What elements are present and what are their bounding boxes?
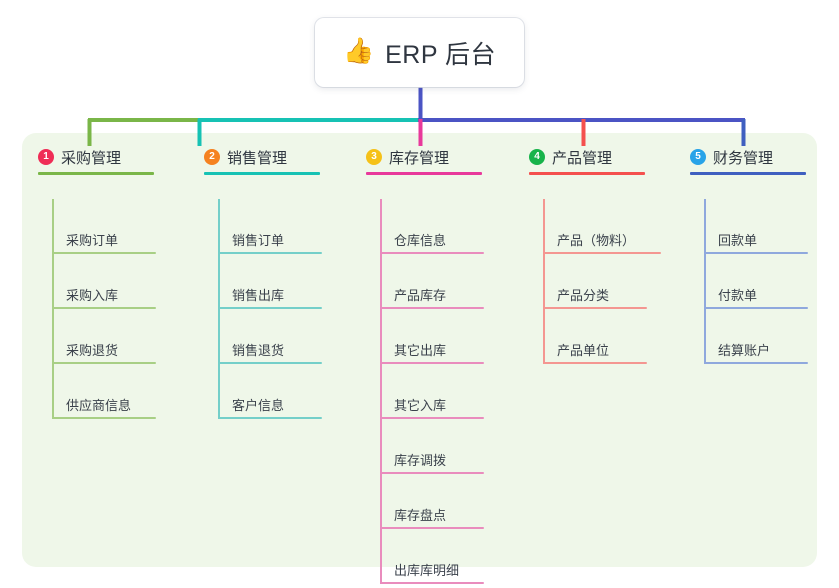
leaf-item[interactable]: 库存调拨 (380, 444, 484, 474)
leaf-item[interactable]: 采购退货 (52, 334, 156, 364)
column-3: 3 库存管理仓库信息产品库存其它出库其它入库库存调拨库存盘点出库库明细 (358, 145, 484, 584)
column-rule-3 (366, 172, 482, 175)
leaf-rule (218, 307, 322, 309)
leaf-spine-2 (218, 199, 220, 419)
column-rule-2 (204, 172, 320, 175)
leaf-label: 采购退货 (66, 343, 119, 358)
column-header-3[interactable]: 3 库存管理 (358, 145, 449, 169)
leaf-item[interactable]: 产品（物料） (543, 224, 661, 254)
root-title: ERP 后台 (385, 40, 497, 69)
column-badge-4: 4 (529, 149, 545, 165)
column-title-3: 库存管理 (389, 149, 450, 167)
column-5: 5 财务管理回款单付款单结算账户 (682, 145, 808, 364)
leaf-item[interactable]: 供应商信息 (52, 389, 156, 419)
leaf-rule (543, 252, 661, 254)
column-title-2: 销售管理 (227, 149, 288, 167)
leaf-label: 采购入库 (66, 288, 119, 303)
leaf-item[interactable]: 客户信息 (218, 389, 322, 419)
leaf-item[interactable]: 付款单 (704, 279, 808, 309)
leaf-item[interactable]: 产品分类 (543, 279, 647, 309)
leaf-rule (380, 252, 484, 254)
column-header-4[interactable]: 4 产品管理 (521, 145, 612, 169)
leaf-spine-4 (543, 199, 545, 364)
leaf-label: 产品分类 (557, 288, 610, 303)
column-title-1: 采购管理 (61, 149, 122, 167)
leaf-rule (380, 472, 484, 474)
leaf-spine-1 (52, 199, 54, 419)
leaf-label: 库存调拨 (394, 453, 447, 468)
leaf-label: 销售退货 (232, 343, 285, 358)
leaf-label: 采购订单 (66, 233, 119, 248)
leaf-spine-3 (380, 199, 382, 584)
column-rule-5 (690, 172, 806, 175)
leaf-label: 供应商信息 (66, 398, 132, 413)
leaf-rule (52, 417, 156, 419)
leaf-rule (218, 252, 322, 254)
leaf-rule (52, 362, 156, 364)
leaf-label: 产品（物料） (557, 233, 636, 248)
leaf-rule (380, 307, 484, 309)
column-header-5[interactable]: 5 财务管理 (682, 145, 773, 169)
leaf-label: 结算账户 (718, 343, 771, 358)
column-badge-3: 3 (366, 149, 382, 165)
leaf-rule (704, 307, 808, 309)
leaf-item[interactable]: 库存盘点 (380, 499, 484, 529)
leaf-item[interactable]: 销售订单 (218, 224, 322, 254)
leaf-rule (380, 417, 484, 419)
leaf-label: 其它入库 (394, 398, 447, 413)
leaf-rule (52, 307, 156, 309)
leaf-rule (218, 362, 322, 364)
leaf-rule (380, 527, 484, 529)
content-panel (22, 133, 817, 567)
column-rule-4 (529, 172, 645, 175)
leaf-item[interactable]: 结算账户 (704, 334, 808, 364)
leaf-rule (543, 362, 647, 364)
leaf-item[interactable]: 其它出库 (380, 334, 484, 364)
column-title-4: 产品管理 (552, 149, 613, 167)
leaf-label: 销售订单 (232, 233, 285, 248)
column-badge-1: 1 (38, 149, 54, 165)
leaf-label: 仓库信息 (394, 233, 447, 248)
leaf-label: 回款单 (718, 233, 758, 248)
leaf-label: 产品单位 (557, 343, 610, 358)
leaf-item[interactable]: 销售退货 (218, 334, 322, 364)
leaf-item[interactable]: 采购入库 (52, 279, 156, 309)
leaf-item[interactable]: 回款单 (704, 224, 808, 254)
root-node[interactable]: 👍 ERP 后台 (315, 18, 524, 87)
leaf-rule (704, 362, 808, 364)
leaf-rule (218, 417, 322, 419)
leaf-item[interactable]: 产品库存 (380, 279, 484, 309)
leaf-item[interactable]: 仓库信息 (380, 224, 484, 254)
column-rule-1 (38, 172, 154, 175)
thumbs-up-icon: 👍 (342, 37, 375, 65)
column-badge-5: 5 (690, 149, 706, 165)
leaf-label: 出库库明细 (394, 563, 460, 578)
leaf-rule (704, 252, 808, 254)
column-title-5: 财务管理 (713, 149, 774, 167)
column-header-1[interactable]: 1 采购管理 (30, 145, 121, 169)
leaf-label: 库存盘点 (394, 508, 447, 523)
column-4: 4 产品管理产品（物料） 产品分类产品单位 (521, 145, 661, 364)
leaf-spine-5 (704, 199, 706, 364)
column-1: 1 采购管理采购订单采购入库采购退货供应商信息 (30, 145, 156, 419)
column-badge-2: 2 (204, 149, 220, 165)
leaf-label: 客户信息 (232, 398, 285, 413)
leaf-item[interactable]: 采购订单 (52, 224, 156, 254)
leaf-rule (52, 252, 156, 254)
leaf-item[interactable]: 产品单位 (543, 334, 647, 364)
leaf-label: 其它出库 (394, 343, 447, 358)
leaf-item[interactable]: 其它入库 (380, 389, 484, 419)
leaf-rule (380, 362, 484, 364)
leaf-item[interactable]: 销售出库 (218, 279, 322, 309)
leaf-label: 产品库存 (394, 288, 447, 303)
leaf-rule (380, 582, 484, 584)
leaf-item[interactable]: 出库库明细 (380, 554, 484, 584)
column-header-2[interactable]: 2 销售管理 (196, 145, 287, 169)
column-2: 2 销售管理销售订单销售出库销售退货客户信息 (196, 145, 322, 419)
leaf-rule (543, 307, 647, 309)
leaf-label: 付款单 (718, 288, 758, 303)
leaf-label: 销售出库 (232, 288, 285, 303)
